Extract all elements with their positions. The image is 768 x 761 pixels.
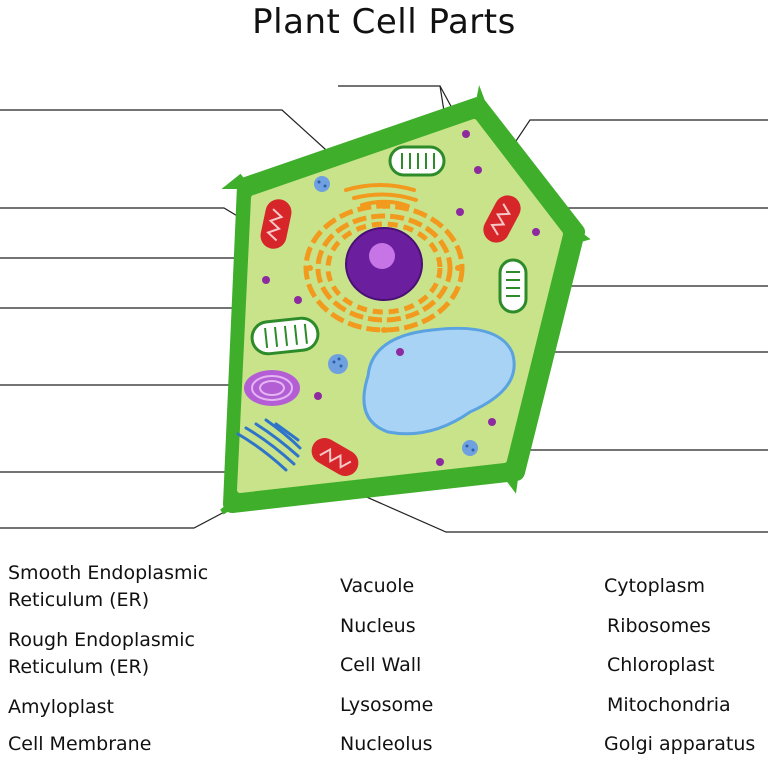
term-smooth-er-line2: Reticulum (ER)	[8, 589, 150, 611]
term-cell-membrane: Cell Membrane	[8, 733, 152, 755]
label-line-left-7	[0, 507, 233, 529]
label-line-right-1	[499, 119, 768, 166]
cell-wall-nub	[221, 173, 252, 189]
mitochondrion	[483, 195, 521, 243]
cell-wall-nub	[495, 466, 520, 494]
cell-wall-nub	[563, 227, 591, 247]
term-rough-er: Rough Endoplasmic Reticulum (ER)	[8, 627, 195, 681]
lysosome	[328, 354, 348, 374]
term-amyloplast: Amyloplast	[8, 696, 114, 718]
amyloplast	[244, 370, 300, 406]
term-smooth-er: Smooth Endoplasmic Reticulum (ER)	[8, 560, 208, 614]
chloroplast	[498, 258, 528, 314]
chloroplast	[250, 316, 320, 356]
chloroplast	[388, 145, 446, 177]
term-nucleolus: Nucleolus	[340, 733, 433, 755]
term-chloroplast: Chloroplast	[607, 654, 715, 676]
term-mitochondria: Mitochondria	[607, 694, 731, 716]
nucleolus	[369, 243, 395, 269]
lysosome	[314, 176, 330, 192]
golgi-apparatus	[344, 183, 418, 208]
term-nucleus: Nucleus	[340, 615, 416, 637]
term-rough-er-line2: Reticulum (ER)	[8, 656, 150, 678]
term-golgi-apparatus: Golgi apparatus	[604, 733, 756, 755]
term-vacuole: Vacuole	[340, 575, 415, 597]
plant-cell-diagram	[0, 85, 768, 533]
smooth-er	[236, 418, 302, 472]
mitochondrion	[311, 438, 359, 476]
lysosome	[462, 440, 478, 456]
term-rough-er-line1: Rough Endoplasmic	[8, 629, 196, 651]
rough-er-ribosome-dots	[307, 203, 461, 333]
mitochondrion	[260, 199, 292, 249]
term-smooth-er-line1: Smooth Endoplasmic	[8, 562, 209, 584]
term-cytoplasm: Cytoplasm	[604, 575, 705, 597]
term-lysosome: Lysosome	[340, 694, 434, 716]
term-cell-wall: Cell Wall	[340, 654, 422, 676]
term-ribosomes: Ribosomes	[607, 615, 711, 637]
cell-wall-nub	[474, 85, 493, 121]
ribosomes	[262, 130, 540, 466]
cell-wall-nub	[220, 497, 242, 515]
page-title: Plant Cell Parts	[252, 2, 516, 42]
